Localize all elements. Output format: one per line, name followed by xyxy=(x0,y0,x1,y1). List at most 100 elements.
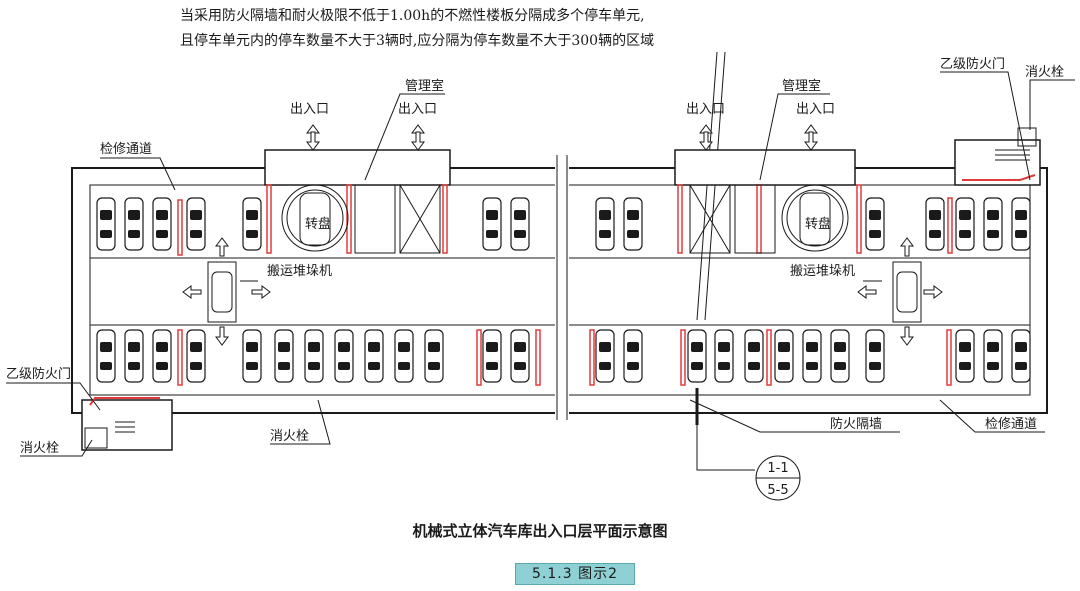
entrance-label-3: 出入口 xyxy=(686,102,725,117)
fire-wall-segment xyxy=(947,197,953,254)
note-line-1: 当采用防火隔墙和耐火极限不低于1.00h的不燃性楼板分隔成多个停车单元, xyxy=(180,7,645,24)
parked-car-icon xyxy=(714,329,734,383)
management-room-left xyxy=(354,184,441,254)
fire-wall-segment xyxy=(756,184,762,254)
stacker-label-right: 搬运堆垛机 xyxy=(790,264,855,279)
arrow-right-icon xyxy=(251,285,271,299)
fire-wall-segment xyxy=(442,184,448,254)
fire-wall-segment xyxy=(177,199,183,256)
parked-car-icon xyxy=(274,329,294,383)
driveway-edges xyxy=(90,257,1030,326)
arrow-right-icon xyxy=(923,285,943,299)
parked-car-icon xyxy=(595,329,615,383)
arrow-up-icon xyxy=(215,237,229,257)
arrow-down-icon xyxy=(804,131,818,151)
inspection-passage-label-bottom: 检修通道 xyxy=(985,417,1037,432)
parked-car-icon xyxy=(152,197,172,251)
parked-car-icon xyxy=(186,329,206,383)
parked-car-icon xyxy=(424,329,444,383)
inspection-passage-label-top: 检修通道 xyxy=(100,142,152,157)
parked-car-icon xyxy=(830,329,850,383)
fire-wall-segment xyxy=(177,329,183,386)
parking-row-bottom xyxy=(96,329,1031,383)
parked-car-icon xyxy=(186,197,206,251)
leader-lines xyxy=(6,71,1075,457)
fire-door-label-right: 乙级防火门 xyxy=(940,56,1005,72)
stacker-label-left: 搬运堆垛机 xyxy=(267,264,332,279)
fire-partition-label: 防火隔墙 xyxy=(830,416,882,432)
parked-car-icon xyxy=(242,197,262,251)
parked-car-icon xyxy=(687,329,707,383)
turntable-left: 转盘 xyxy=(281,184,349,252)
stacker-right: 搬运堆垛机 xyxy=(790,261,922,323)
section-number-top: 1-1 xyxy=(767,461,788,476)
fire-wall-segment xyxy=(476,329,482,386)
turntable-label-right: 转盘 xyxy=(805,216,831,232)
parked-car-icon xyxy=(925,197,945,251)
fire-door-label-left: 乙级防火门 xyxy=(6,366,71,382)
management-room-label-right: 管理室 xyxy=(782,78,821,94)
fire-wall-segment xyxy=(677,184,683,254)
parked-car-icon xyxy=(482,197,502,251)
parked-car-icon xyxy=(595,197,615,251)
parked-car-icon xyxy=(242,329,262,383)
parked-car-icon xyxy=(334,329,354,383)
figure-tag: 5.1.3 图示2 xyxy=(515,563,635,585)
arrow-left-icon xyxy=(857,285,877,299)
fire-wall-segment xyxy=(535,329,541,386)
parked-car-icon xyxy=(955,329,975,383)
fire-wall-segment xyxy=(766,329,772,386)
fire-wall-segment xyxy=(589,329,595,386)
parked-car-icon xyxy=(955,197,975,251)
note-leader-2 xyxy=(704,51,726,321)
fire-hydrant-label-bottom: 消火栓 xyxy=(270,429,309,444)
break-gap xyxy=(555,160,569,420)
parked-car-icon xyxy=(623,329,643,383)
entrance-label-4: 出入口 xyxy=(796,102,835,117)
parked-car-icon xyxy=(802,329,822,383)
fire-partition-walls xyxy=(89,174,1036,406)
break-lines xyxy=(556,155,568,420)
parked-car-icon xyxy=(510,197,530,251)
parked-car-icon xyxy=(744,329,764,383)
management-room-label-left: 管理室 xyxy=(405,78,444,94)
arrow-down-icon xyxy=(306,131,320,151)
parked-car-icon xyxy=(152,329,172,383)
parked-car-icon xyxy=(364,329,384,383)
parked-car-icon xyxy=(623,197,643,251)
fire-hydrant-label-right: 消火栓 xyxy=(1025,65,1064,80)
fire-wall-segment xyxy=(856,184,862,254)
fire-wall-segment xyxy=(346,184,352,254)
section-number-bottom: 5-5 xyxy=(767,483,788,498)
note-leader-1 xyxy=(696,51,718,321)
fire-wall-segment xyxy=(680,329,686,386)
arrow-up-icon xyxy=(900,237,914,257)
arrow-down-icon xyxy=(699,131,713,151)
stair-left xyxy=(84,421,135,449)
parked-car-icon xyxy=(865,197,885,251)
management-room-right xyxy=(689,184,776,254)
fire-wall-segment xyxy=(962,174,1036,181)
parked-car-icon xyxy=(1011,197,1031,251)
turntable-right: 转盘 xyxy=(781,184,849,252)
entrance-label-1: 出入口 xyxy=(290,102,329,117)
parked-car-icon xyxy=(983,197,1003,251)
parked-car-icon xyxy=(983,329,1003,383)
fire-wall-segment xyxy=(946,329,952,386)
section-marker: 1-1 5-5 xyxy=(695,388,801,501)
parked-car-icon xyxy=(124,197,144,251)
parked-car-icon xyxy=(96,329,116,383)
parked-car-icon xyxy=(304,329,324,383)
fire-wall-segment xyxy=(266,184,272,254)
drawing-caption: 机械式立体汽车库出入口层平面示意图 xyxy=(412,522,667,540)
parked-car-icon xyxy=(865,329,885,383)
parked-car-icon xyxy=(774,329,794,383)
turntable-label-left: 转盘 xyxy=(305,216,331,232)
parked-car-icon xyxy=(124,329,144,383)
parking-row-top xyxy=(96,197,1031,251)
entrance-label-2: 出入口 xyxy=(398,102,437,117)
stacker-left: 搬运堆垛机 xyxy=(207,261,332,323)
parked-car-icon xyxy=(96,197,116,251)
parked-car-icon xyxy=(510,329,530,383)
